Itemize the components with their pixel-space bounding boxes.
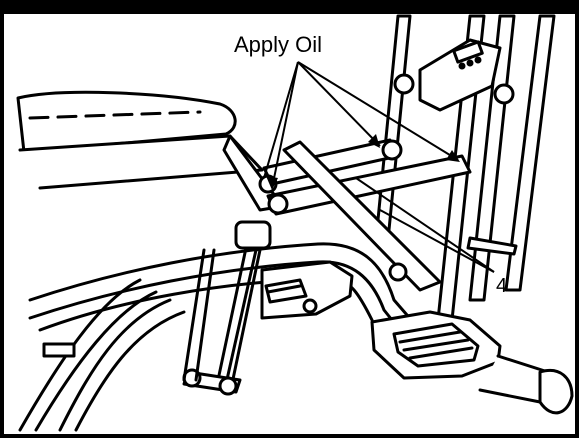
seat: [16, 90, 264, 190]
part-number-label: 4: [496, 275, 507, 297]
right-pedal: [370, 310, 574, 415]
arm-linkage: [222, 73, 515, 216]
handle-grip: [466, 236, 518, 256]
left-pedal: [260, 260, 354, 320]
leader-lines: [263, 61, 495, 273]
heading-band: [2, 2, 577, 14]
console: [418, 38, 502, 112]
diagonal-brace: [282, 140, 442, 292]
arrowheads: [266, 134, 460, 190]
apply-oil-label: Apply Oil: [234, 32, 322, 57]
